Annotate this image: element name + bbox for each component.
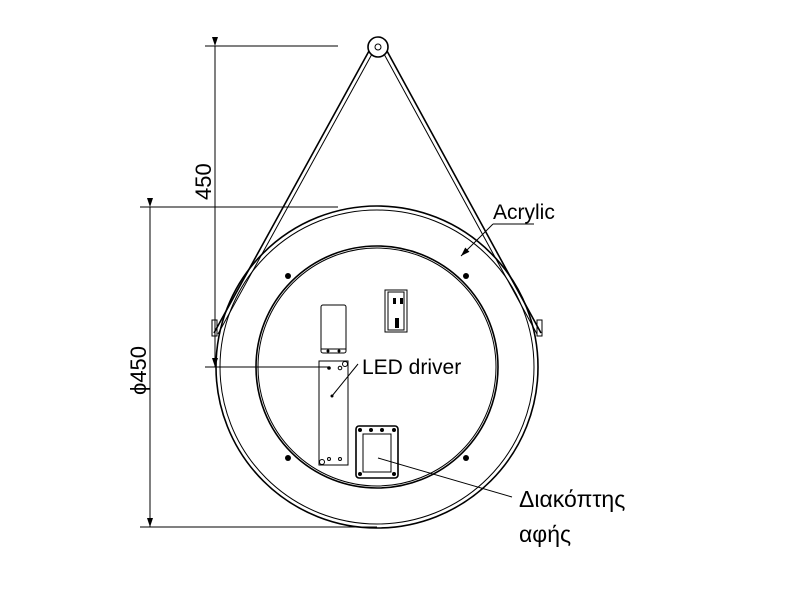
hanger-height-value: 450 [191,163,216,200]
diameter-value: ϕ450 [126,346,151,395]
touch-switch [355,425,399,479]
hanger-height-dimension: 450 [140,37,338,367]
switch-label-line2: αφής [519,521,571,547]
diameter-dimension: ϕ450 [126,198,377,528]
mirror-frame [215,205,539,529]
led-driver-box [318,360,349,466]
driver-cover [320,304,347,354]
acrylic-label: Acrylic [493,201,555,224]
switch-label-line1: Διακόπτης [519,486,625,512]
hanger-strap [211,36,543,337]
led-driver-label: LED driver [362,356,461,379]
terminal-block [384,289,408,333]
